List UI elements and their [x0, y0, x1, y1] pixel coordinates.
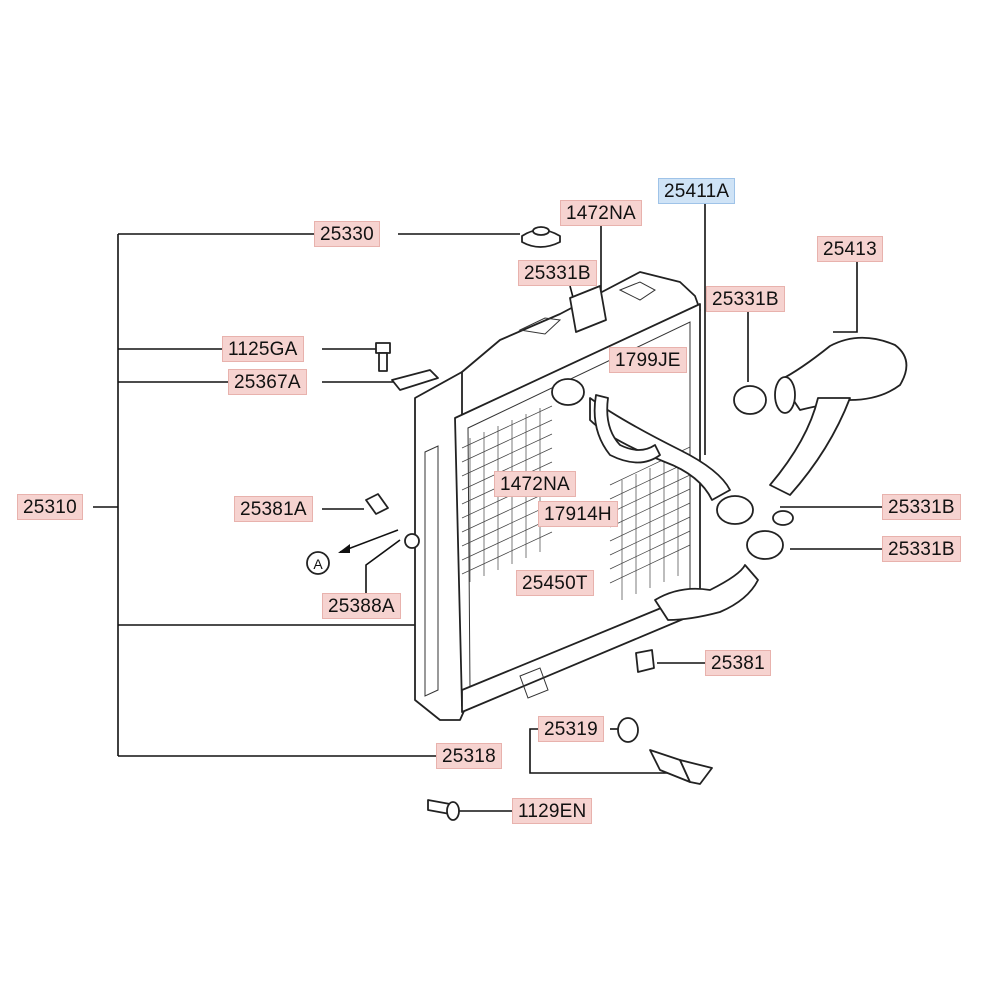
bolt-1125ga: [375, 342, 391, 372]
label-25318[interactable]: 25318: [436, 743, 502, 769]
drain-cock-25318: [617, 717, 713, 785]
radiator-cap: [521, 226, 561, 248]
label-1125ga[interactable]: 1125GA: [222, 336, 304, 362]
plug-25381a: [365, 493, 389, 515]
label-1472na-mid[interactable]: 1472NA: [494, 471, 576, 497]
label-25331b-right-2[interactable]: 25331B: [882, 536, 961, 562]
lower-hose: [654, 564, 759, 621]
label-25367a[interactable]: 25367A: [228, 369, 307, 395]
label-1129en[interactable]: 1129EN: [512, 798, 593, 824]
label-25331b-top[interactable]: 25331B: [518, 260, 597, 286]
label-25450t[interactable]: 25450T: [516, 570, 594, 596]
label-1799je[interactable]: 1799JE: [609, 347, 687, 373]
callout-a: A: [306, 529, 399, 575]
label-25411a[interactable]: 25411A: [658, 178, 736, 204]
label-17914h[interactable]: 17914H: [538, 501, 618, 527]
label-25319[interactable]: 25319: [538, 716, 604, 742]
hose-clamps: [551, 378, 794, 560]
upper-hose-25413: [769, 336, 908, 496]
label-1472na-top[interactable]: 1472NA: [560, 200, 642, 226]
overflow-tube: [593, 394, 661, 464]
label-25388a[interactable]: 25388A: [322, 593, 401, 619]
bolt-1129en: [427, 799, 460, 821]
label-25331b-left[interactable]: 25331B: [706, 286, 785, 312]
label-25310[interactable]: 25310: [17, 494, 83, 520]
outlet-hose: [589, 397, 731, 501]
label-25331b-right-1[interactable]: 25331B: [882, 494, 961, 520]
label-25381a[interactable]: 25381A: [234, 496, 313, 522]
label-25381[interactable]: 25381: [705, 650, 771, 676]
label-25413[interactable]: 25413: [817, 236, 883, 262]
label-25330[interactable]: 25330: [314, 221, 380, 247]
bracket-25367a: [391, 369, 439, 391]
grommet-25388a: [404, 533, 420, 549]
svg-text:A: A: [313, 556, 323, 572]
drain-cap-25381: [635, 649, 655, 673]
